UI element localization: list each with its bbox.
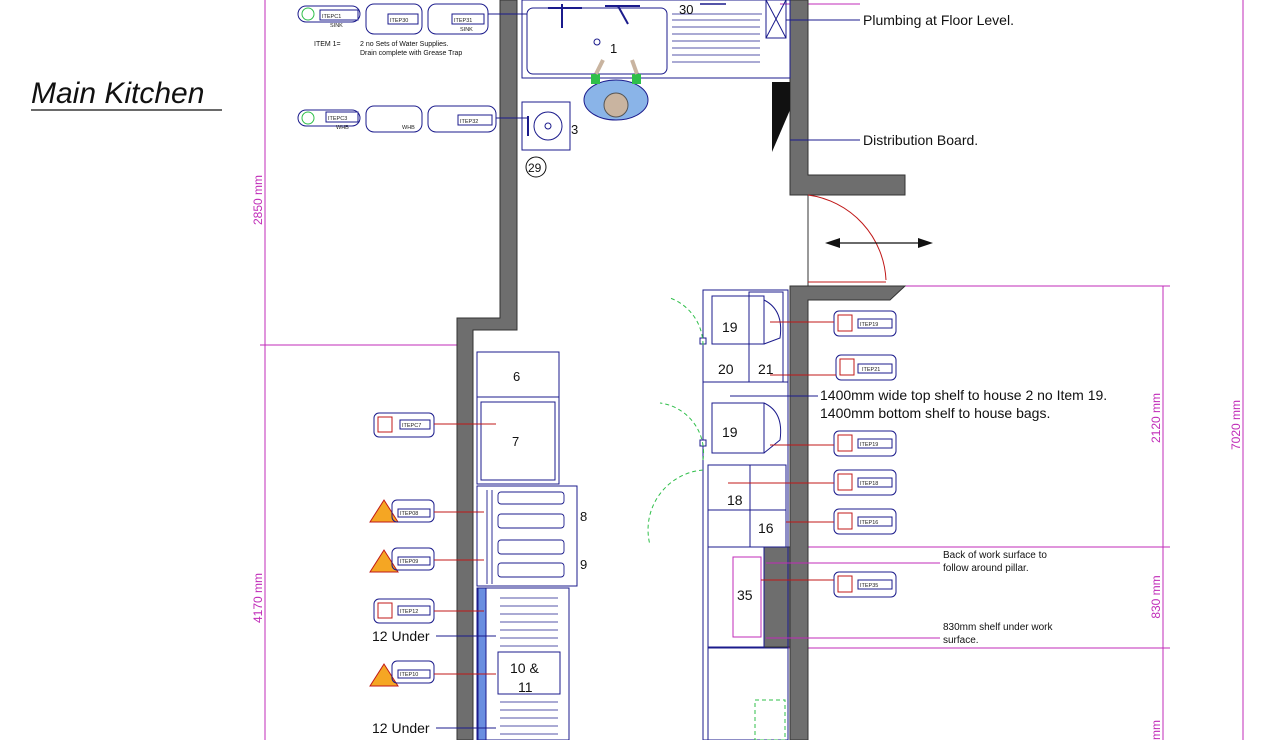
item-8-label: 8 [580,509,587,524]
drawing-title: Main Kitchen [31,77,204,110]
dim-right-2120: 2120 mm [1149,393,1163,443]
tag-sink-sub-3: SINK [460,27,473,33]
left-equipment-run [476,351,578,740]
tag-itep08: ITEP08 [400,511,418,517]
tag-right-itep19-a: ITEP19 [860,322,878,328]
whb-service-tags: ITEPC3 ITEP32 WHB WHB [297,105,528,133]
hand-wash-basin [521,101,571,178]
person-figure [583,59,649,121]
tag-right-itep35: ITEP35 [860,583,878,589]
tag-right-itep16: ITEP16 [860,520,878,526]
item-16-label: 16 [758,520,774,536]
tag-sink-itep30: ITEP30 [390,18,408,24]
right-equipment-run [647,289,789,740]
item-12-label-b: 12 Under [372,720,430,736]
tag-right-itep19-b: ITEP19 [860,442,878,448]
dim-right-partial: mm [1149,720,1163,740]
right-service-tags: ITEP19 ITEP21 ITEP19 ITEP18 ITEP16 ITEP3… [728,310,897,598]
tag-whb-itep32: ITEP32 [460,119,478,125]
note-under-shelf-line2: surface. [943,635,979,646]
item-21-label: 21 [758,361,774,377]
tag-right-itep21: ITEP21 [862,367,880,373]
item-35-label: 35 [737,587,753,603]
dim-right-830: 830 mm [1149,575,1163,618]
item-9-label: 9 [580,557,587,572]
item-7-label: 7 [512,434,519,449]
note-shelf-top: 1400mm wide top shelf to house 2 no Item… [820,387,1107,403]
item-20-label: 20 [718,361,734,377]
note-pillar-line1: Back of work surface to [943,550,1047,561]
item-19-label-a: 19 [722,319,738,335]
tag-whb-sub-2: WHB [402,125,415,131]
legend-item-line2: Drain complete with Grease Trap [360,50,462,57]
tag-itep10: ITEP10 [400,672,418,678]
left-service-tags: ITEPC7 ITEP08 ITEP09 ITEP12 ITEP10 [369,412,496,687]
sink-unit [521,0,791,79]
item-1-label: 1 [610,41,617,56]
note-distribution-board: Distribution Board. [863,132,978,148]
item-30-label: 30 [679,2,693,17]
tag-whb-itepc3: ITEPC3 [328,116,347,122]
tag-sink-sub-1: SINK [330,23,343,29]
item-10-label: 10 & [510,660,539,676]
kitchen-door [807,194,933,286]
tag-whb-sub-1: WHB [336,125,349,131]
item-3-label: 3 [571,122,578,137]
item-29-label: 29 [528,161,542,175]
tag-sink-itepc1: ITEPC1 [322,14,341,20]
legend-item-label: ITEM 1= [314,41,341,48]
note-plumbing: Plumbing at Floor Level. [863,12,1014,28]
sink-service-tags: ITEPC1 ITEP30 ITEP31 SINK SINK [297,3,527,35]
note-shelf-bottom: 1400mm bottom shelf to house bags. [820,405,1050,421]
item-12-label-a: 12 Under [372,628,430,644]
legend-item-line1: 2 no Sets of Water Supplies. [360,41,449,48]
item-11-label: 11 [518,679,533,695]
item-19-label-b: 19 [722,424,738,440]
note-pillar-line2: follow around pillar. [943,563,1029,574]
tag-itep09: ITEP09 [400,559,418,565]
note-under-shelf-line1: 830mm shelf under work [943,622,1053,633]
item-18-label: 18 [727,492,743,508]
tag-itep12: ITEP12 [400,609,418,615]
item-6-label: 6 [513,369,520,384]
dim-left-upper: 2850 mm [251,175,265,225]
walls [456,0,907,740]
dim-left-lower: 4170 mm [251,573,265,623]
dim-far-right: 7020 mm [1229,400,1243,450]
tag-sink-itep31: ITEP31 [454,18,472,24]
tag-itepc7: ITEPC7 [402,423,421,429]
tag-right-itep18: ITEP18 [860,481,878,487]
